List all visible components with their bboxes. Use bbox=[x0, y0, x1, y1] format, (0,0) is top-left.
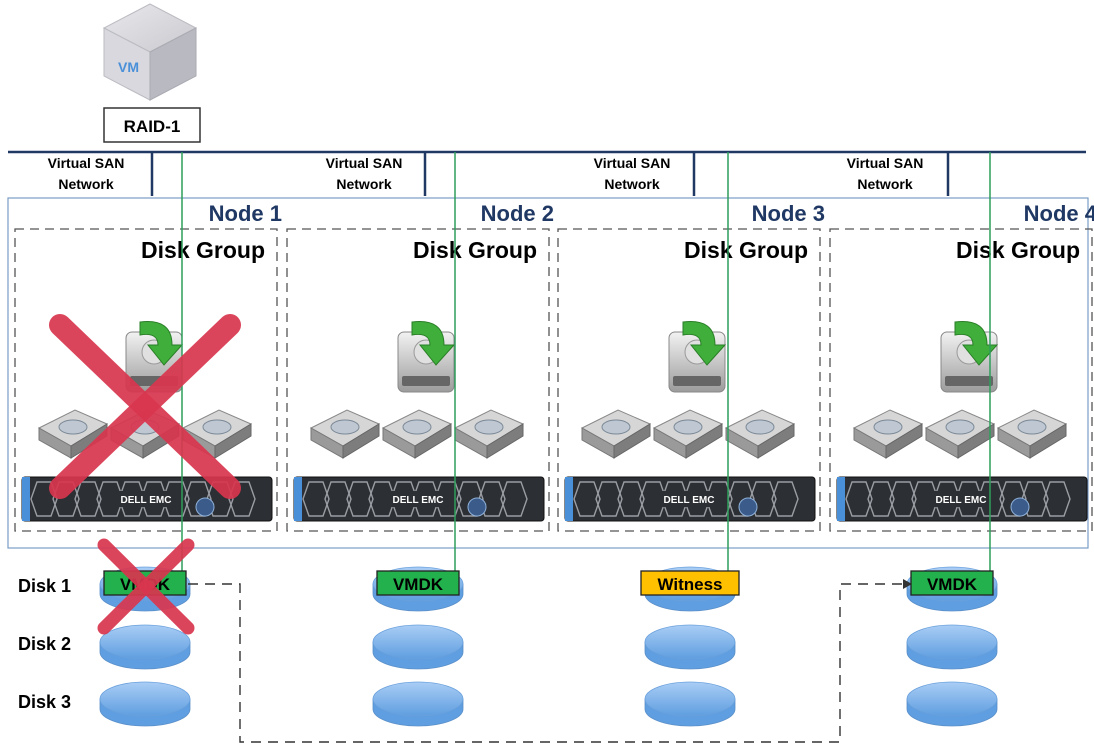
disk-group-box bbox=[829, 228, 1093, 532]
vmdk-component-node-2: VMDK bbox=[376, 570, 460, 596]
green-arrow-icon bbox=[682, 320, 727, 366]
rebuild-path bbox=[188, 583, 910, 743]
raid-label-box: RAID-1 bbox=[103, 107, 201, 143]
vm-label: VM bbox=[118, 59, 139, 75]
disk-group-box bbox=[14, 228, 278, 532]
disk-row-label-3: Disk 3 bbox=[18, 692, 71, 712]
cache-drive-icon bbox=[940, 331, 998, 393]
capacity-drive-icon bbox=[309, 409, 381, 459]
network-label-1-line1: Virtual SAN bbox=[48, 155, 125, 171]
server-brand-label: DELL EMC bbox=[393, 495, 444, 506]
node-title: Node 1 bbox=[209, 201, 282, 226]
disk-2-node-3 bbox=[644, 624, 736, 670]
cluster-boundary bbox=[7, 197, 1089, 549]
capacity-drive-icon bbox=[652, 409, 724, 459]
disk-group-label: Disk Group bbox=[684, 237, 808, 263]
disk-2-node-1 bbox=[99, 624, 191, 670]
capacity-drive-icon bbox=[381, 409, 453, 459]
node-title: Node 2 bbox=[481, 201, 554, 226]
disk-3-node-1 bbox=[99, 681, 191, 727]
node-1-failure-x bbox=[49, 314, 241, 499]
server-brand-label: DELL EMC bbox=[121, 495, 172, 506]
vmdk-label: VMDK bbox=[393, 575, 444, 594]
components-layer: VMDKVMDKWitnessVMDK bbox=[103, 570, 994, 596]
capacity-drive-icon bbox=[724, 409, 796, 459]
network-label-4-line1: Virtual SAN bbox=[847, 155, 924, 171]
vmdk-label: VMDK bbox=[927, 575, 978, 594]
disk-row-label-2: Disk 2 bbox=[18, 634, 71, 654]
cache-drive-icon bbox=[668, 331, 726, 393]
disk-group-label: Disk Group bbox=[956, 237, 1080, 263]
network-label-3-line2: Network bbox=[604, 176, 659, 192]
vmdk-component-node-4: VMDK bbox=[910, 570, 994, 596]
network-label-2-line1: Virtual SAN bbox=[326, 155, 403, 171]
capacity-drive-icon bbox=[453, 409, 525, 459]
capacity-drive-icon bbox=[580, 409, 652, 459]
disk-3-node-4 bbox=[906, 681, 998, 727]
disk-group-box bbox=[286, 228, 550, 532]
disk-group-label: Disk Group bbox=[413, 237, 537, 263]
network-label-4-line2: Network bbox=[857, 176, 912, 192]
server-brand-label: DELL EMC bbox=[936, 495, 987, 506]
raid-label: RAID-1 bbox=[124, 117, 181, 136]
node-title: Node 3 bbox=[752, 201, 825, 226]
disk-group-label: Disk Group bbox=[141, 237, 265, 263]
capacity-drive-icon bbox=[996, 409, 1068, 459]
green-arrow-icon bbox=[139, 320, 184, 366]
capacity-drive-icon bbox=[181, 409, 253, 459]
capacity-drive-icon bbox=[924, 409, 996, 459]
cache-drive-icon bbox=[397, 331, 455, 393]
dell-server-icon: DELL EMC bbox=[293, 476, 545, 522]
disk-3-node-2 bbox=[372, 681, 464, 727]
disk-3-node-3 bbox=[644, 681, 736, 727]
vm-icon: VM bbox=[102, 3, 198, 101]
dell-server-icon: DELL EMC bbox=[836, 476, 1088, 522]
green-arrow-icon bbox=[411, 320, 456, 366]
green-arrow-icon bbox=[954, 320, 999, 366]
capacity-drive-icon bbox=[852, 409, 924, 459]
network-label-2-line2: Network bbox=[336, 176, 391, 192]
witness-component-node-3: Witness bbox=[640, 570, 740, 596]
vsan-network: Virtual SAN Network Virtual SAN Network … bbox=[8, 150, 1086, 196]
disks-layer bbox=[99, 566, 998, 727]
network-label-1-line2: Network bbox=[58, 176, 113, 192]
network-label-3-line1: Virtual SAN bbox=[594, 155, 671, 171]
rebuild-arrowhead bbox=[903, 579, 912, 589]
dell-server-icon: DELL EMC bbox=[564, 476, 816, 522]
disk-1-failure-x bbox=[97, 538, 195, 635]
dell-server-icon: DELL EMC bbox=[21, 476, 273, 522]
disk-2-node-2 bbox=[372, 624, 464, 670]
witness-label: Witness bbox=[657, 575, 722, 594]
disk-row-label-1: Disk 1 bbox=[18, 576, 71, 596]
node-title: Node 4 bbox=[1024, 201, 1094, 226]
server-brand-label: DELL EMC bbox=[664, 495, 715, 506]
disk-2-node-4 bbox=[906, 624, 998, 670]
disk-group-box bbox=[557, 228, 821, 532]
